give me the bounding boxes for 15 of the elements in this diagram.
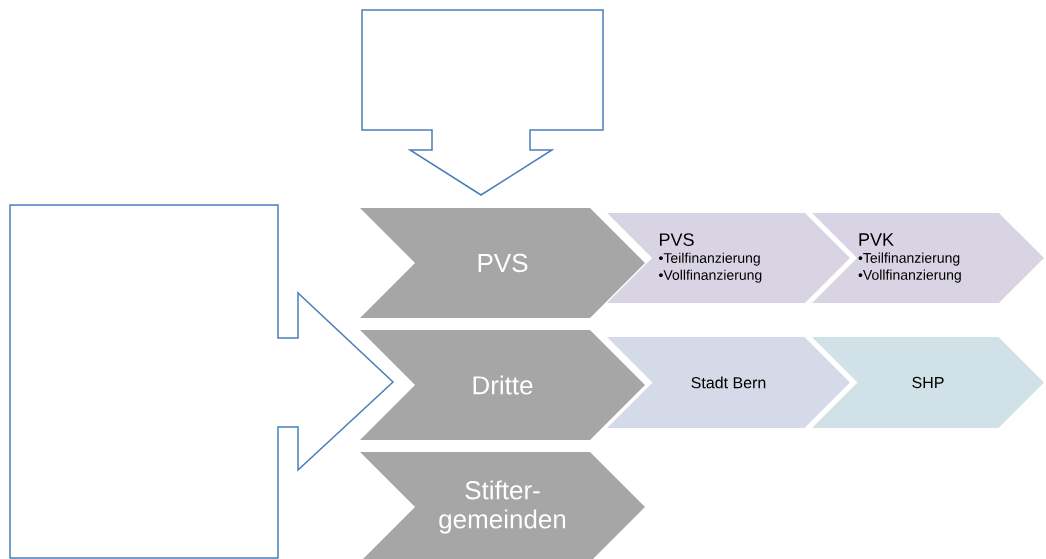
process-step: Dritte: [360, 330, 645, 440]
process-step: PVS •Teilfinanzierung •Vollfinanzierung: [607, 213, 850, 303]
process-step: Stadt Bern: [607, 337, 850, 428]
callout-arrow: [9, 204, 395, 559]
node-label: PVK: [859, 233, 894, 246]
process-step: SHP: [812, 337, 1044, 428]
process-step: Stifter-gemeinden: [360, 452, 645, 559]
node-label: PVS: [659, 233, 694, 246]
node-label: •Vollfinanzierung: [659, 269, 762, 283]
callout-arrow: [361, 9, 604, 196]
node-label: •Vollfinanzierung: [858, 269, 961, 283]
node-label: •Teilfinanzierung: [858, 252, 960, 266]
process-step: PVS: [360, 208, 645, 318]
node-label: •Teilfinanzierung: [659, 252, 760, 266]
process-step: PVK •Teilfinanzierung •Vollfinanzierung: [812, 213, 1044, 303]
